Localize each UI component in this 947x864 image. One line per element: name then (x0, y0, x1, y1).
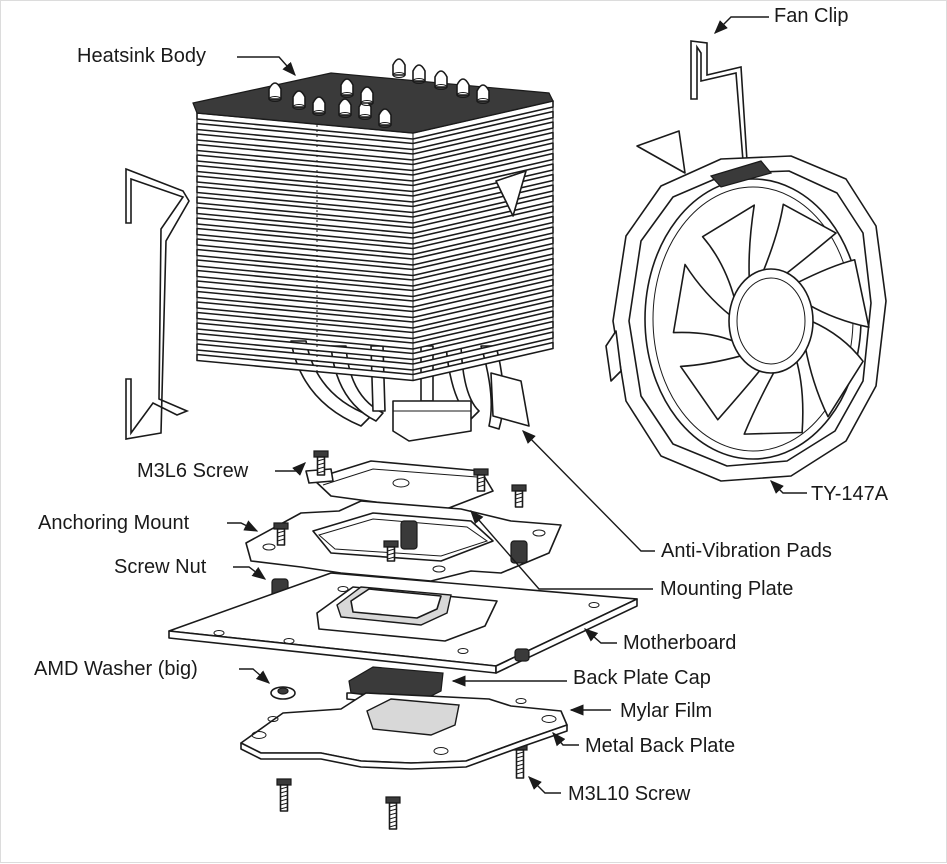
screw-head (383, 540, 399, 548)
top-fan-clip (690, 40, 748, 162)
foot-nut (514, 648, 530, 662)
motherboard-part (168, 572, 638, 674)
fan-ty147a (605, 40, 887, 482)
heatpipe-cap (412, 64, 426, 82)
screw-head (276, 778, 292, 786)
label-metal-back-plate: Metal Back Plate (585, 735, 736, 757)
fan-blade (804, 320, 864, 418)
anti-vibration-pad (490, 372, 530, 427)
fan-blade (701, 204, 756, 301)
heatpipe-cap (392, 58, 406, 76)
screw-head (273, 522, 289, 530)
left-wire-clip (125, 167, 190, 440)
screw-shaft (388, 802, 398, 830)
fan-blade (672, 263, 736, 343)
label-anti-vibration-pads: Anti-Vibration Pads (661, 540, 832, 562)
label-back-plate-cap: Back Plate Cap (573, 667, 711, 689)
fan-blade (679, 354, 763, 421)
heatpipe-cap (340, 78, 354, 96)
label-mounting-plate: Mounting Plate (660, 578, 794, 600)
heatpipe-cap (456, 78, 470, 96)
leader-lines (227, 16, 807, 794)
fan-blade (743, 357, 804, 435)
heatpipe-caps (268, 58, 490, 128)
heatpipe-cap (268, 82, 282, 100)
metal-back-plate-part (240, 692, 568, 770)
fan-blade (795, 258, 870, 328)
label-heatsink-body: Heatsink Body (77, 45, 206, 67)
screw-head (313, 450, 329, 458)
mounting-plate-part (305, 460, 494, 512)
screw-head (385, 796, 401, 804)
heatpipe-cap (292, 90, 306, 108)
screw-shaft (279, 784, 289, 812)
heatpipe-cap (360, 86, 374, 104)
screw-head (511, 484, 527, 492)
heatpipe-cap (312, 96, 326, 114)
label-anchoring-mount: Anchoring Mount (38, 512, 190, 534)
label-m3l6-screw: M3L6 Screw (137, 460, 249, 482)
fin-stack (196, 100, 554, 382)
label-screw-nut: Screw Nut (114, 556, 207, 578)
label-amd-washer-big: AMD Washer (big) (34, 658, 198, 680)
label-motherboard: Motherboard (623, 632, 737, 654)
heatpipe-cap (338, 98, 352, 116)
label-m3l10-screw: M3L10 Screw (568, 783, 691, 805)
heatpipe-cap (434, 70, 448, 88)
heatpipe-cap (378, 108, 392, 126)
label-ty147a: TY-147A (811, 483, 889, 505)
fan-blades (672, 203, 870, 435)
small-screws (273, 450, 528, 830)
heatsink-base (392, 400, 472, 442)
label-mylar-film: Mylar Film (620, 700, 713, 722)
screw-shaft (316, 456, 326, 476)
heatsink-body (192, 58, 554, 442)
fan-blade (761, 203, 837, 277)
label-fan-clip: Fan Clip (774, 5, 849, 27)
heatpipe-cap (476, 84, 490, 102)
fan-hub (728, 268, 814, 374)
screw-head (473, 468, 489, 476)
amd-washer (270, 686, 296, 700)
